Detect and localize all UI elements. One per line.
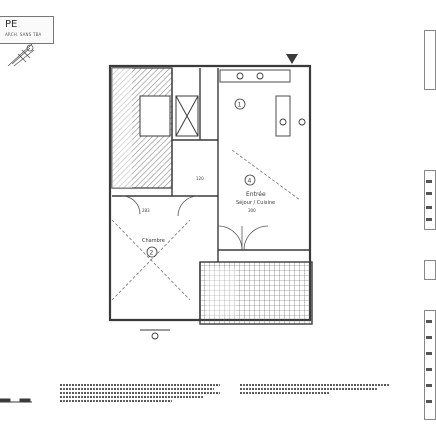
balcony (199, 261, 313, 325)
dimension-living: 300 (248, 208, 256, 213)
living-sublabel: Séjour / Cuisine (236, 199, 275, 206)
footnote-block-right (240, 384, 390, 408)
dimension-bedroom: 283 (142, 208, 150, 213)
kitchen-number: 1 (238, 102, 242, 109)
duct-block (175, 95, 199, 137)
living-number: 4 (248, 178, 252, 185)
footnote-block-left (60, 384, 220, 408)
door-swings (121, 195, 269, 251)
bedroom-number: 2 (150, 250, 154, 257)
dimension-corridor: 120 (196, 176, 204, 181)
plan-subtitle: ARCH. SANS TBA (5, 32, 42, 37)
kitchen-fittings (219, 69, 306, 137)
compass-icon (7, 43, 35, 67)
living-label: Entrée (246, 191, 266, 198)
bedroom-label: Chambre (142, 238, 165, 244)
title-block-strip (422, 10, 436, 430)
plan-code: PE (5, 19, 18, 30)
partitions (112, 68, 310, 320)
north-arrow-icon (286, 54, 298, 64)
scale-bar (0, 398, 32, 403)
title-cartouche: PE ARCH. SANS TBA (0, 16, 54, 44)
